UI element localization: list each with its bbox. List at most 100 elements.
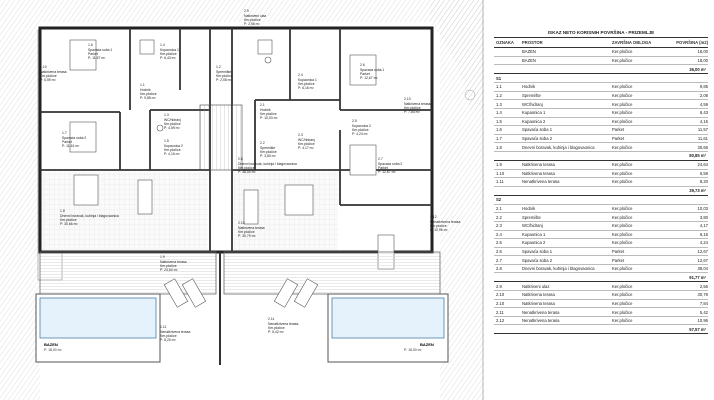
- pool-left-area: P: 18,00 m²: [44, 348, 62, 352]
- table-title: ISKAZ NETO KORISNIH POVRŠINA - PRIZEMLJE: [494, 30, 708, 38]
- row-povrsina: 6,43: [699, 110, 708, 116]
- room-label-text: Natkrivena terasa: [160, 260, 187, 264]
- subtotal-value: 91,77 m²: [689, 274, 706, 280]
- room-label-text: Hodnik: [260, 108, 271, 112]
- row-prostor: BAZEN: [522, 57, 536, 63]
- row-povrsina: 2,56: [699, 283, 708, 289]
- lounger: [293, 278, 319, 308]
- room-label-text: Parket: [378, 166, 388, 170]
- row-prostor: Natkrivena terasa: [522, 292, 555, 298]
- room-label-text: 2.12: [430, 215, 437, 219]
- room-label-text: Ker.pločice: [60, 218, 77, 222]
- room-label-text: 2.7: [378, 157, 383, 161]
- row-povrsina: 18,00: [697, 49, 708, 55]
- row-povrsina: 5,42: [699, 309, 708, 315]
- table-section-label: S2: [494, 196, 708, 205]
- room-label-text: Ker.pločice: [160, 264, 177, 268]
- row-prostor: Natkrivena terasa: [522, 300, 555, 306]
- room-label-text: WC/hidranj: [164, 118, 181, 122]
- room-label-text: Ker.pločice: [140, 92, 157, 96]
- bed: [69, 39, 97, 71]
- room-label-text: Spremište: [216, 70, 231, 74]
- subtotal-value: 36,00 m²: [689, 66, 706, 72]
- header-prostor: PROSTOR: [522, 40, 543, 45]
- row-obloga: Parket: [612, 257, 625, 263]
- room-label-text: Kupaonica 2: [164, 144, 183, 148]
- room-label-text: P: 2,08 m²: [216, 78, 233, 82]
- pool-left-label: BAZEN: [44, 342, 58, 347]
- room-label-text: P: 10,96 m²: [430, 228, 448, 232]
- row-oznaka: 1.8: [496, 144, 502, 150]
- row-oznaka: 2.10: [496, 300, 505, 306]
- row-oznaka: 2.2: [496, 214, 502, 220]
- row-prostor: Spavaća soba 2: [522, 136, 553, 142]
- room-label-text: Natkrivena terasa: [238, 226, 265, 230]
- room-label-text: Spremište: [260, 146, 275, 150]
- row-povrsina: 11,57: [697, 127, 708, 133]
- room-label-text: Ker.pločice: [164, 148, 181, 152]
- row-obloga: Ker.pločice: [612, 170, 633, 176]
- row-oznaka: 2.12: [496, 318, 505, 324]
- room-label-text: P: 8,20 m²: [160, 338, 177, 342]
- row-povrsina: 4,17: [699, 223, 708, 229]
- room-label-text: 1.4: [160, 43, 165, 47]
- row-prostor: Kupaonica 1: [522, 231, 546, 237]
- row-oznaka: 1.6: [496, 127, 502, 133]
- row-prostor: Natkrivena terasa: [522, 162, 555, 168]
- room-label-text: 2.2: [260, 141, 265, 145]
- row-obloga: Ker.pločice: [612, 179, 633, 185]
- row-povrsina: 11,61: [697, 136, 708, 142]
- row-prostor: Kupaonica 2: [522, 240, 546, 246]
- row-prostor: Kupaonica 2: [522, 118, 546, 124]
- row-prostor: WC/hidranj: [522, 223, 543, 229]
- row-povrsina: 10,96: [697, 318, 708, 324]
- row-obloga: Ker.pločice: [612, 84, 633, 90]
- row-oznaka: 1.5: [496, 118, 502, 124]
- row-obloga: Ker.pločice: [612, 240, 633, 246]
- room-label-text: Natkrivena terasa: [40, 70, 67, 74]
- lounger: [181, 278, 207, 308]
- room-label-text: P: 24,64 m²: [160, 268, 178, 272]
- header-oznaka: OZNAKA: [496, 40, 514, 45]
- room-label-text: Natkriveni ulaz: [244, 14, 267, 18]
- room-label-text: 2.5: [352, 119, 357, 123]
- room-label-text: P: 6,16 m²: [298, 86, 315, 90]
- room-label-text: Ker.pločice: [40, 74, 57, 78]
- room-label-text: Ker.pločice: [260, 150, 277, 154]
- row-obloga: Parket: [612, 248, 625, 254]
- row-povrsina: 12,67: [697, 257, 708, 263]
- room-label-text: Ker.pločice: [238, 230, 255, 234]
- room-label-text: Ker.pločice: [352, 128, 369, 132]
- room-label-text: 1.2: [216, 65, 221, 69]
- room-label-text: 1.10: [40, 65, 47, 69]
- room-label-text: Ker.pločice: [160, 334, 177, 338]
- shower: [139, 39, 155, 55]
- room-label-text: Parket: [62, 140, 72, 144]
- row-prostor: Dnevni boravak, kuhinja i blagovaonica: [522, 266, 595, 272]
- room-label-text: 1.3: [164, 113, 169, 117]
- row-povrsina: 6,59: [699, 170, 708, 176]
- room-label-text: Ker.pločice: [160, 52, 177, 56]
- row-obloga: Ker.pločice: [612, 162, 633, 168]
- room-label-text: Parket: [360, 72, 370, 76]
- row-obloga: Ker.pločice: [612, 300, 633, 306]
- row-prostor: Spavaća soba 2: [522, 257, 553, 263]
